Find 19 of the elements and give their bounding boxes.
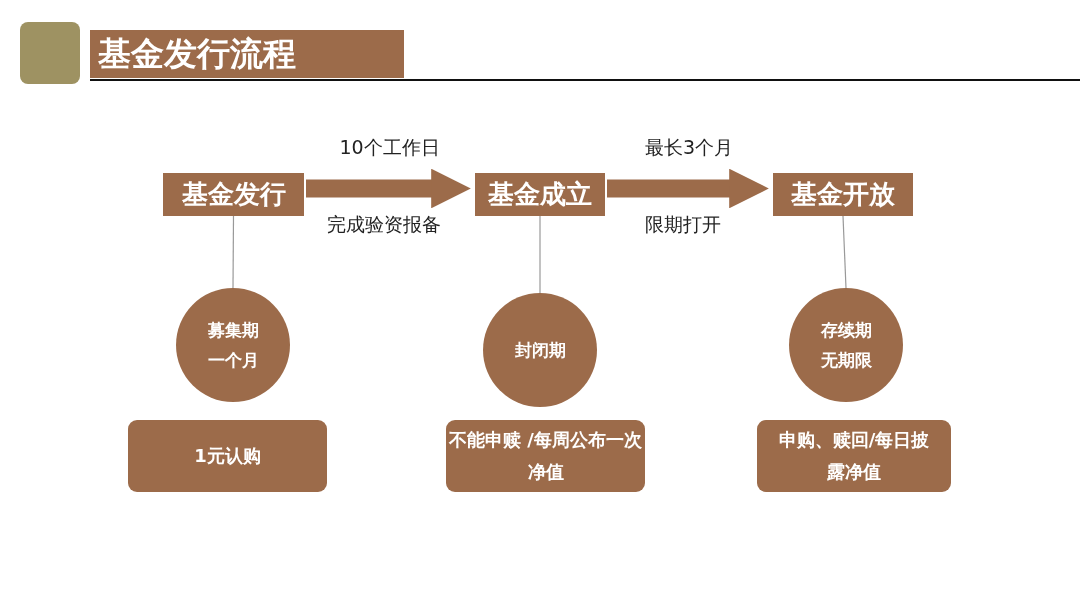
note-text: 完成验资报备 xyxy=(327,212,441,237)
detail-box: 申购、赎回/每日披露净值 xyxy=(757,420,951,492)
arrow xyxy=(306,168,471,209)
step-box: 基金开放 xyxy=(773,173,913,216)
period-circle: 募集期一个月 xyxy=(176,288,290,402)
detail-box: 1元认购 xyxy=(128,420,327,492)
title-banner: 基金发行流程 xyxy=(90,30,404,78)
detail-box: 不能申赎 /每周公布一次净值 xyxy=(446,420,645,492)
step-box: 基金发行 xyxy=(163,173,304,216)
period-circle: 存续期无期限 xyxy=(789,288,903,402)
edge-label: 10个工作日 xyxy=(339,134,440,160)
connector-line xyxy=(842,215,847,289)
connector-line xyxy=(539,215,541,294)
connector-line xyxy=(232,215,235,289)
arrow xyxy=(607,168,769,209)
note-text: 限期打开 xyxy=(645,212,721,237)
period-circle: 封闭期 xyxy=(483,293,597,407)
step-box: 基金成立 xyxy=(475,173,605,216)
edge-label: 最长3个月 xyxy=(644,134,734,160)
